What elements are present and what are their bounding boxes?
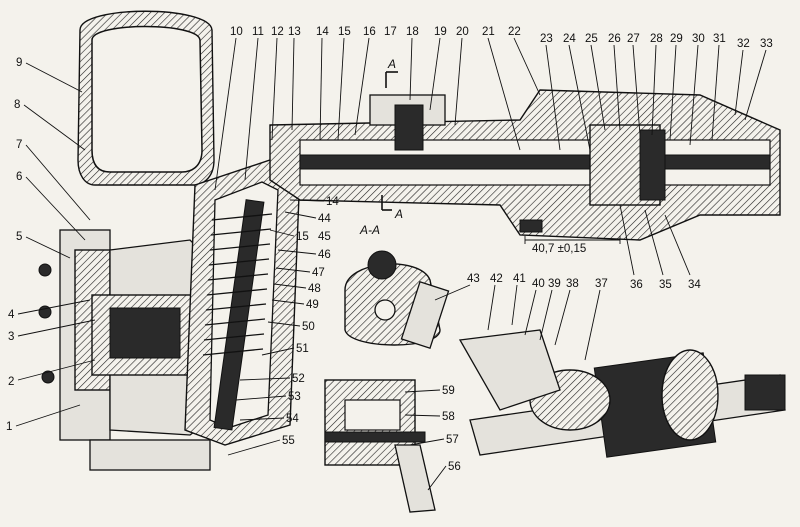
section-a-a-detail [344,250,450,349]
label-29: 29 [670,33,683,45]
label-43: 43 [467,273,480,285]
label-9: 9 [16,57,22,69]
label-17: 17 [384,26,397,38]
label-59: 59 [442,385,455,397]
label-42: 42 [490,273,503,285]
label-25: 25 [585,33,598,45]
labels-left: 1 2 3 4 5 6 7 8 9 [6,57,96,433]
label-36: 36 [630,279,643,291]
label-11: 11 [252,26,264,38]
hub-assembly [38,229,211,471]
label-31: 31 [713,33,726,45]
label-20: 20 [456,26,469,38]
label-28: 28 [650,33,663,45]
label-14-top: 14 [316,26,329,38]
label-1: 1 [6,421,12,433]
label-19: 19 [434,26,447,38]
label-30: 30 [692,33,705,45]
label-45: 45 [318,231,331,243]
label-34: 34 [688,279,701,291]
label-15-top: 15 [338,26,351,38]
labels-top: 10 11 12 13 14 15 16 17 18 19 20 21 22 2… [214,26,773,191]
label-55: 55 [282,435,295,447]
label-53: 53 [288,391,301,403]
perspective-assembly [458,329,786,458]
label-2: 2 [8,376,14,388]
section-marks: A A A-A [359,57,403,237]
label-57: 57 [446,434,459,446]
label-14-mid: 14 [326,196,339,208]
label-26: 26 [608,33,621,45]
label-48: 48 [308,283,321,295]
tire-housing [77,10,215,186]
label-35: 35 [659,279,672,291]
label-40: 40 [532,278,545,290]
label-33: 33 [760,38,773,50]
axle-tube [269,89,781,241]
label-16: 16 [363,26,376,38]
vertical-housing [184,159,301,446]
label-4: 4 [8,309,15,321]
label-18: 18 [406,26,419,38]
label-10: 10 [230,26,243,38]
bottom-detail [324,379,436,513]
label-41: 41 [513,273,526,285]
dimension-text: 40,7 ±0,15 [532,243,586,255]
label-3: 3 [8,331,14,343]
label-44: 44 [318,213,331,225]
labels-right-lower: 34 35 36 37 38 39 40 41 42 43 [434,204,701,361]
label-58: 58 [442,411,455,423]
label-7: 7 [16,139,22,151]
label-15-mid: 15 [296,231,309,243]
section-mark-side: A [394,207,403,221]
label-8: 8 [14,99,20,111]
label-27: 27 [627,33,640,45]
label-47: 47 [312,267,325,279]
label-39: 39 [548,278,561,290]
label-6: 6 [16,171,22,183]
section-label-a-a: A-A [359,223,380,237]
section-mark-top: A [387,57,396,71]
labels-middle: 14 44 15 45 46 47 48 49 50 51 52 53 54 5… [227,196,339,456]
label-24: 24 [563,33,576,45]
label-38: 38 [566,278,579,290]
label-13: 13 [288,26,301,38]
label-23: 23 [540,33,553,45]
label-32: 32 [737,38,750,50]
label-12: 12 [271,26,284,38]
label-37: 37 [595,278,608,290]
label-21: 21 [482,26,495,38]
label-22: 22 [508,26,521,38]
label-50: 50 [302,321,315,333]
labels-bottom: 56 57 58 59 [404,385,461,491]
label-56: 56 [448,461,461,473]
dimension-callout: 40,7 ±0,15 [524,236,621,255]
label-5: 5 [16,231,22,243]
label-46: 46 [318,249,331,261]
label-51: 51 [296,343,309,355]
label-54: 54 [286,413,299,425]
label-52: 52 [292,373,305,385]
label-49: 49 [306,299,319,311]
